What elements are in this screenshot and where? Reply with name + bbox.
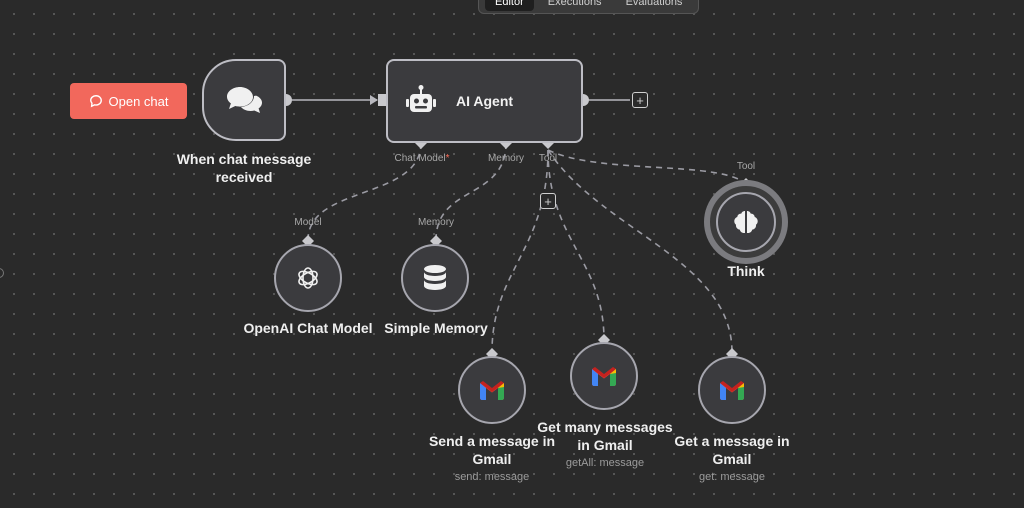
gmail-get-label: Get a message in Gmail [674,433,790,467]
think-node-inner [716,192,776,252]
tab-editor[interactable]: Editor [485,0,534,11]
required-mark: * [445,153,450,164]
tool-think-connection [547,149,747,185]
open-chat-button[interactable]: Open chat [70,83,187,119]
tool-get-connection [547,149,733,353]
gmail-icon [720,381,744,400]
gmail-get-node[interactable] [698,356,766,424]
agent-input-port [378,94,386,106]
tab-evaluations[interactable]: Evaluations [625,0,683,8]
tool-port-label: Tool [538,153,558,164]
open-chat-label: Open chat [108,93,169,109]
gmail-get-sub: get: message [698,471,766,483]
add-tool-button[interactable]: + [540,193,556,209]
brain-icon [734,211,758,233]
openai-icon [298,267,318,289]
memory-label: Simple Memory [384,320,488,336]
memory-port-label: Memory [487,153,525,164]
tool-send-connection [491,149,549,353]
gmail-get-many-node[interactable] [570,342,638,410]
robot-icon [406,85,436,112]
openai-port-label: Model [294,217,322,228]
database-icon [424,265,446,290]
add-node-button[interactable]: + [632,92,648,108]
gmail-get-many-label: Get many messages in Gmail [537,419,673,453]
think-port-label: Tool [736,161,756,172]
think-label: Think [727,263,765,279]
ai-agent-title: AI Agent [456,93,514,109]
model-connection [307,142,422,241]
tool-getall-connection [547,149,605,341]
ai-agent-node[interactable]: AI Agent [386,59,583,143]
gmail-send-sub: send: message [454,471,530,483]
gmail-send-label: Send a message in Gmail [428,433,556,467]
chat-model-port-text: Chat Model [394,153,446,164]
gmail-send-node[interactable] [458,356,526,424]
openai-chat-model-node[interactable] [274,244,342,312]
gmail-icon [592,367,616,386]
chat-trigger-node[interactable] [202,59,286,141]
gmail-get-many-sub: getAll: message [565,457,645,469]
chat-model-port-label: Chat Model* [387,153,457,164]
arrow-head [370,95,378,105]
view-tabs: Editor Executions Evaluations [478,0,700,14]
openai-label: OpenAI Chat Model [243,320,373,336]
chat-bubbles-icon [227,87,262,113]
chat-icon [89,95,102,108]
think-node[interactable] [704,180,788,264]
memory-node-port-label: Memory [417,217,455,228]
simple-memory-node[interactable] [401,244,469,312]
gmail-icon [480,381,504,400]
trigger-label: When chat message received [176,151,312,185]
tab-executions[interactable]: Executions [547,0,602,8]
